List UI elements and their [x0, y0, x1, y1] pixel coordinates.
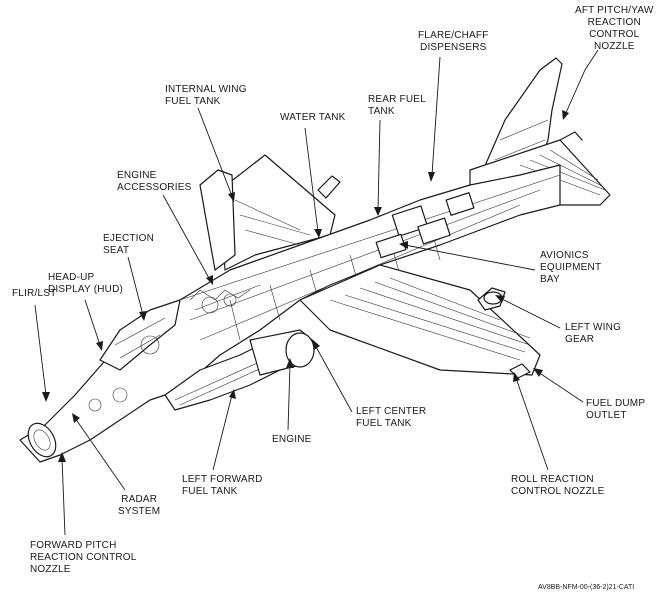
label-roll-reaction-control-nozzle: ROLL REACTION CONTROL NOZZLE	[511, 474, 605, 497]
label-radar-system: RADAR SYSTEM	[118, 494, 161, 517]
label-fuel-dump-outlet: FUEL DUMP OUTLET	[586, 398, 646, 421]
label-forward-pitch-reaction-control-nozzle: FORWARD PITCH REACTION CONTROL NOZZLE	[30, 540, 137, 575]
label-left-forward-fuel-tank: LEFT FORWARD FUEL TANK	[182, 474, 263, 497]
label-water-tank: WATER TANK	[280, 112, 346, 123]
label-ejection-seat: EJECTION SEAT	[103, 233, 155, 256]
label-engine-accessories: ENGINE ACCESSORIES	[117, 170, 192, 193]
leader-lines	[34, 49, 599, 536]
label-flir-lst: FLIR/LST	[12, 288, 57, 299]
fuselage	[19, 164, 561, 463]
figure-reference-code: AV8BB-NFM-00-(36-2)21-CATI	[538, 584, 635, 591]
label-flare-chaff-dispensers: FLARE/CHAFF DISPENSERS	[418, 30, 489, 53]
label-left-center-fuel-tank: LEFT CENTER FUEL TANK	[356, 406, 427, 429]
label-rear-fuel-tank: REAR FUEL TANK	[368, 94, 426, 117]
right-wing	[199, 154, 341, 271]
label-avionics-equipment-bay: AVIONICS EQUIPMENT BAY	[540, 250, 602, 285]
label-aft-pitch-yaw-nozzle: AFT PITCH/YAW REACTION CONTROL NOZZLE	[575, 5, 654, 52]
label-left-wing-gear: LEFT WING GEAR	[565, 322, 622, 345]
label-head-up-display: HEAD-UP DISPLAY (HUD)	[48, 272, 124, 295]
label-internal-wing-fuel-tank: INTERNAL WING FUEL TANK	[165, 84, 247, 107]
label-engine: ENGINE	[272, 434, 312, 445]
